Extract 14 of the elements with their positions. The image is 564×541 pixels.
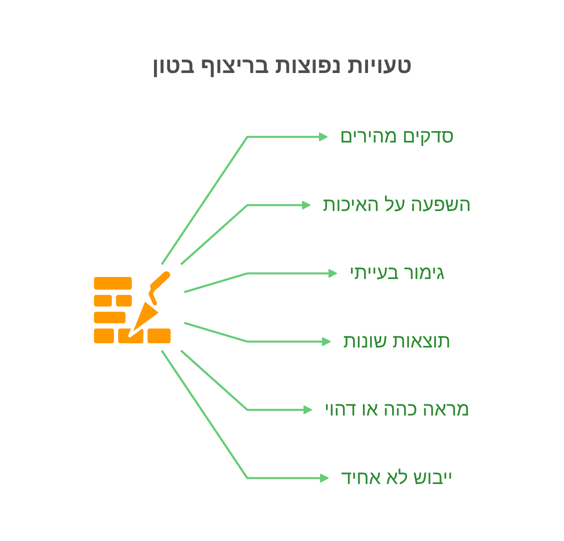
arrow <box>184 321 331 346</box>
problem-label: סדקים מהירים <box>339 124 454 148</box>
arrow <box>160 132 328 265</box>
problem-label: השפעה על האיכות <box>322 192 470 217</box>
arrow <box>180 349 312 414</box>
diagram-title: טעויות נפוצות בריצוף בטון <box>152 52 412 80</box>
arrow <box>180 200 310 265</box>
arrow <box>184 268 337 293</box>
brick-wall-trowel-icon <box>94 270 172 344</box>
problem-label: מראה כהה או דהוי <box>324 397 469 422</box>
problem-label: תוצאות שונות <box>342 329 450 354</box>
problem-label: ייבוש לא אחיד <box>340 466 452 490</box>
problem-label: גימור בעייתי <box>348 260 444 285</box>
arrow <box>160 349 328 482</box>
